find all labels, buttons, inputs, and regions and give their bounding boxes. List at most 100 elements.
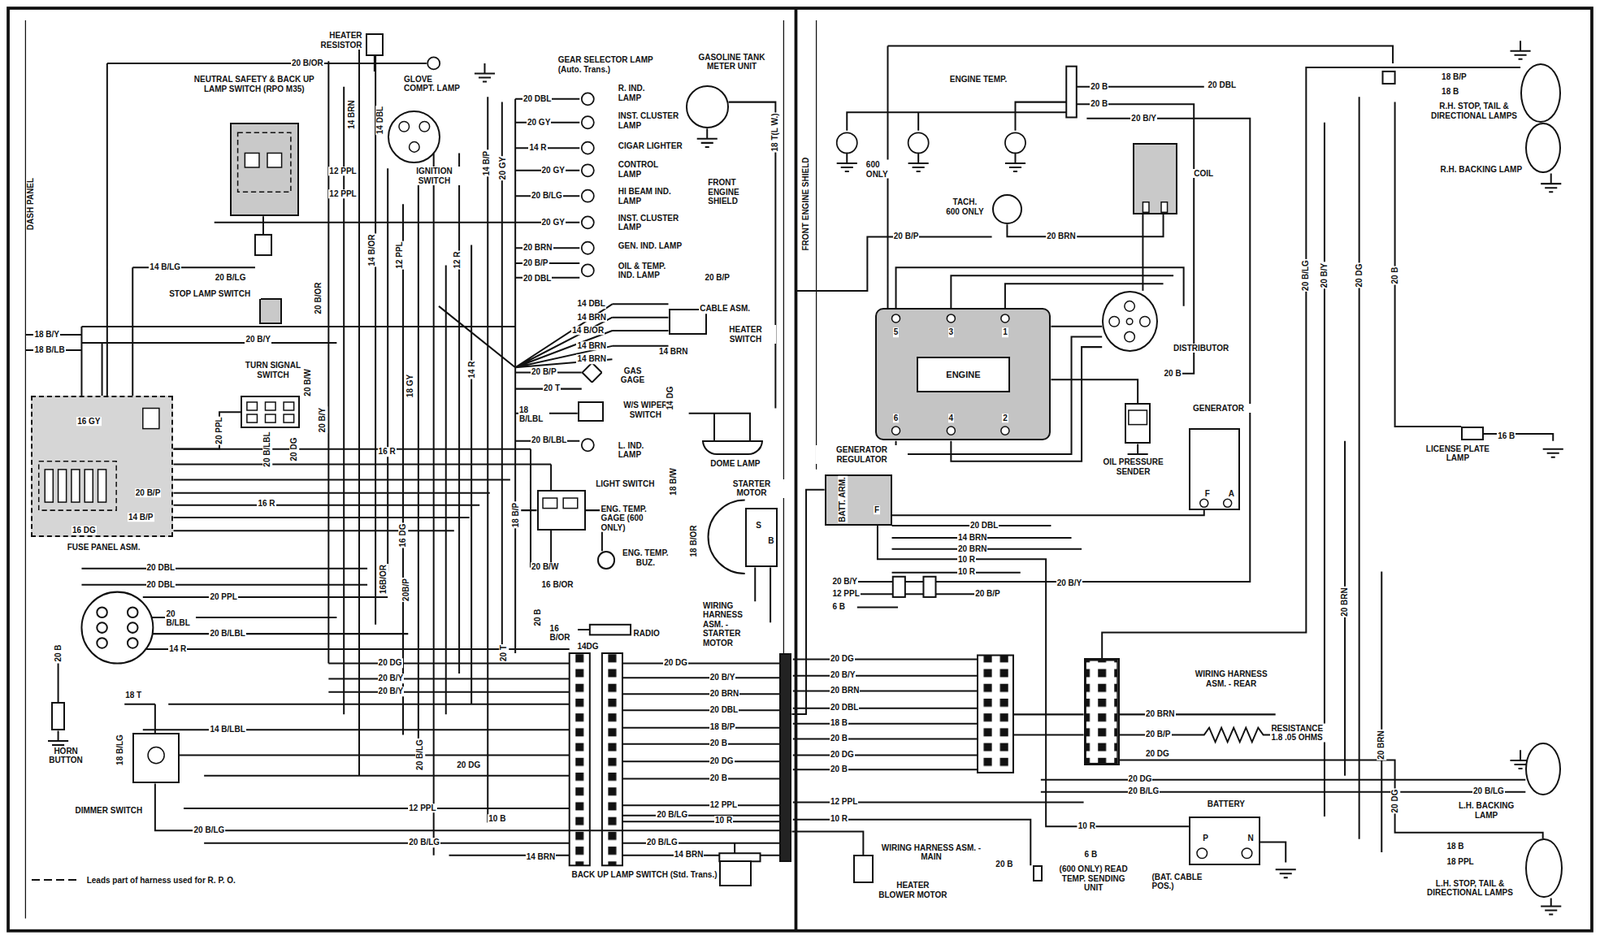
component-box: W/S WIPER SWITCH (577, 401, 605, 422)
component-box: NEUTRAL SAFETY & BACK UP LAMP SWITCH (RP… (229, 122, 300, 217)
wire-code-label: 16B/OR (378, 563, 389, 595)
wire-code-label: 20 DBL (709, 705, 739, 716)
wire-code-label: 20 B/LG (1472, 787, 1505, 798)
frame (8, 8, 1592, 932)
wire-code-label: 20 DG (1354, 263, 1365, 289)
wire-code-label: 10 B (487, 815, 507, 825)
wire-code-label: 16 B (1496, 432, 1516, 443)
component-label: BATTERY (1190, 799, 1262, 810)
wire-code-label: 20 B (829, 764, 849, 775)
wire (438, 303, 669, 368)
frame (815, 20, 817, 470)
wire-code-label: 20 B (533, 607, 543, 627)
lamp-symbol: L.H. BACKING LAMP (1525, 742, 1561, 796)
wire-code-label: 18 B (829, 719, 849, 729)
wire-code-label: 14 R (168, 644, 187, 655)
component-label: OIL PRESSURE SENDER (1097, 457, 1170, 477)
wire-code-label: 14 B/P (481, 150, 492, 178)
wire-code-label: 10 R (957, 568, 976, 578)
component-label: IGNITION SWITCH (403, 166, 465, 186)
bulkhead-connector: WIRING HARNESS ASM. - MAIN (779, 653, 792, 863)
wire-code-label: 1 (1001, 328, 1009, 339)
switch-detail (264, 414, 276, 423)
wire-code-label: 14 B/OR (571, 325, 605, 336)
engine-detail (1161, 202, 1168, 213)
wire-connector (173, 411, 241, 449)
wire-code-label: 20 B/LG (416, 738, 426, 772)
component-label: DOME LAMP (703, 459, 768, 469)
wire-code-label: 20 B/P (522, 258, 550, 269)
wire-code-label: BATT. ARM. (837, 476, 848, 525)
wire-code-label: 14 BRN (576, 312, 608, 323)
wire-code-label: 14 BRN (957, 533, 989, 543)
wire-code-label: N (1247, 833, 1255, 844)
component-label: WIRING HARNESS ASM. - REAR (1185, 669, 1278, 689)
wire-code-label: 20 B/LG (193, 825, 226, 836)
wire-code-label: CONTROL LAMP (617, 160, 671, 179)
wire-connector (155, 783, 781, 831)
engine-detail (1128, 410, 1148, 425)
switch-detail (283, 402, 295, 411)
component-label: TURN SIGNAL SWITCH (232, 360, 314, 380)
engine-detail (1124, 301, 1136, 313)
wire-code-label: 2 (1001, 413, 1009, 424)
lamp-symbol: R.H. STOP, TAIL & DIRECTIONAL LAMPS (1520, 63, 1561, 123)
wire-code-label: 5 (893, 328, 900, 339)
wire-code-label: 20 PPL (208, 592, 238, 603)
wire (25, 40, 516, 855)
ground-symbol (47, 40, 1564, 915)
wire (173, 449, 602, 569)
wire-code-label: 14 R (528, 143, 547, 153)
wire-code-label: 20 B/LBL (208, 628, 246, 639)
wire-code-label: 20 B/LG (1127, 787, 1161, 798)
wire-code-label: 20 GY (541, 165, 566, 176)
wire-code-label: 20 B/Y (1319, 262, 1330, 290)
wire-code-label: 3 (948, 328, 955, 339)
wire-code-label: (BAT. CABLE POS.) (1150, 871, 1212, 891)
wire-code-label: 20 BRN (1377, 729, 1388, 761)
connector-symbol (96, 622, 108, 634)
lamp-bulb (581, 92, 595, 105)
round-component: ENG. TEMP. BUZ. (597, 550, 616, 570)
wire-code-label: 12 PPL (395, 240, 406, 269)
engine-detail (892, 314, 901, 323)
round-component: GASOLINE TANK METER UNIT (685, 85, 729, 129)
wire-code-label: 14DG (576, 641, 599, 652)
component-box: STOP LAMP SWITCH (259, 298, 282, 326)
wire-code-label: 20 GY (526, 117, 551, 128)
connector-symbol (96, 607, 108, 618)
connector-symbol (255, 234, 272, 256)
engine-detail (892, 426, 901, 435)
component-label: HEATER RESISTOR (289, 30, 363, 50)
wire-code-label: 20 B (1163, 368, 1183, 379)
wire-code-label: 20 B (994, 859, 1014, 870)
lamp-bulb (581, 116, 595, 129)
component-box: LICENSE PLATE LAMP (1461, 426, 1484, 442)
component-label: ENGINE (916, 356, 1010, 394)
wire-code-label: 14 BRN (673, 850, 705, 861)
component-label: FUSE PANEL ASM. (47, 542, 161, 553)
engine-detail (1200, 498, 1209, 508)
switch-detail (542, 498, 558, 509)
wire-code-label: 10 R (1077, 821, 1097, 832)
wire-code-label: 20 DBL (829, 703, 859, 714)
lamp-bulb (908, 132, 929, 153)
wire-code-label: 18 B/LB (33, 345, 66, 356)
wire-code-label: 18 T (124, 691, 143, 702)
wire-code-label: 20 DBL (1207, 81, 1237, 92)
lamp-bulb (581, 438, 595, 451)
gage-diamond-outline (581, 362, 603, 383)
wire-code-label: 20 B (709, 739, 729, 750)
wire-code-label: 20 B/LG (407, 837, 441, 848)
wire-code-label: 20 B/LG (530, 190, 564, 201)
wire-code-label: 12 PPL (829, 797, 859, 807)
wire-code-label: 4 (948, 413, 955, 424)
wire-connector (791, 831, 863, 855)
wire-code-label: 16 DG (398, 523, 408, 549)
lamp-bulb (581, 242, 595, 255)
switch-detail (147, 121, 578, 764)
component-box: TURN SIGNAL SWITCH (240, 395, 300, 429)
wire-code-label: 20 B/LG (214, 273, 248, 283)
wire-code-label: 20 DG (1127, 775, 1154, 785)
ground-symbol (1275, 40, 1564, 915)
